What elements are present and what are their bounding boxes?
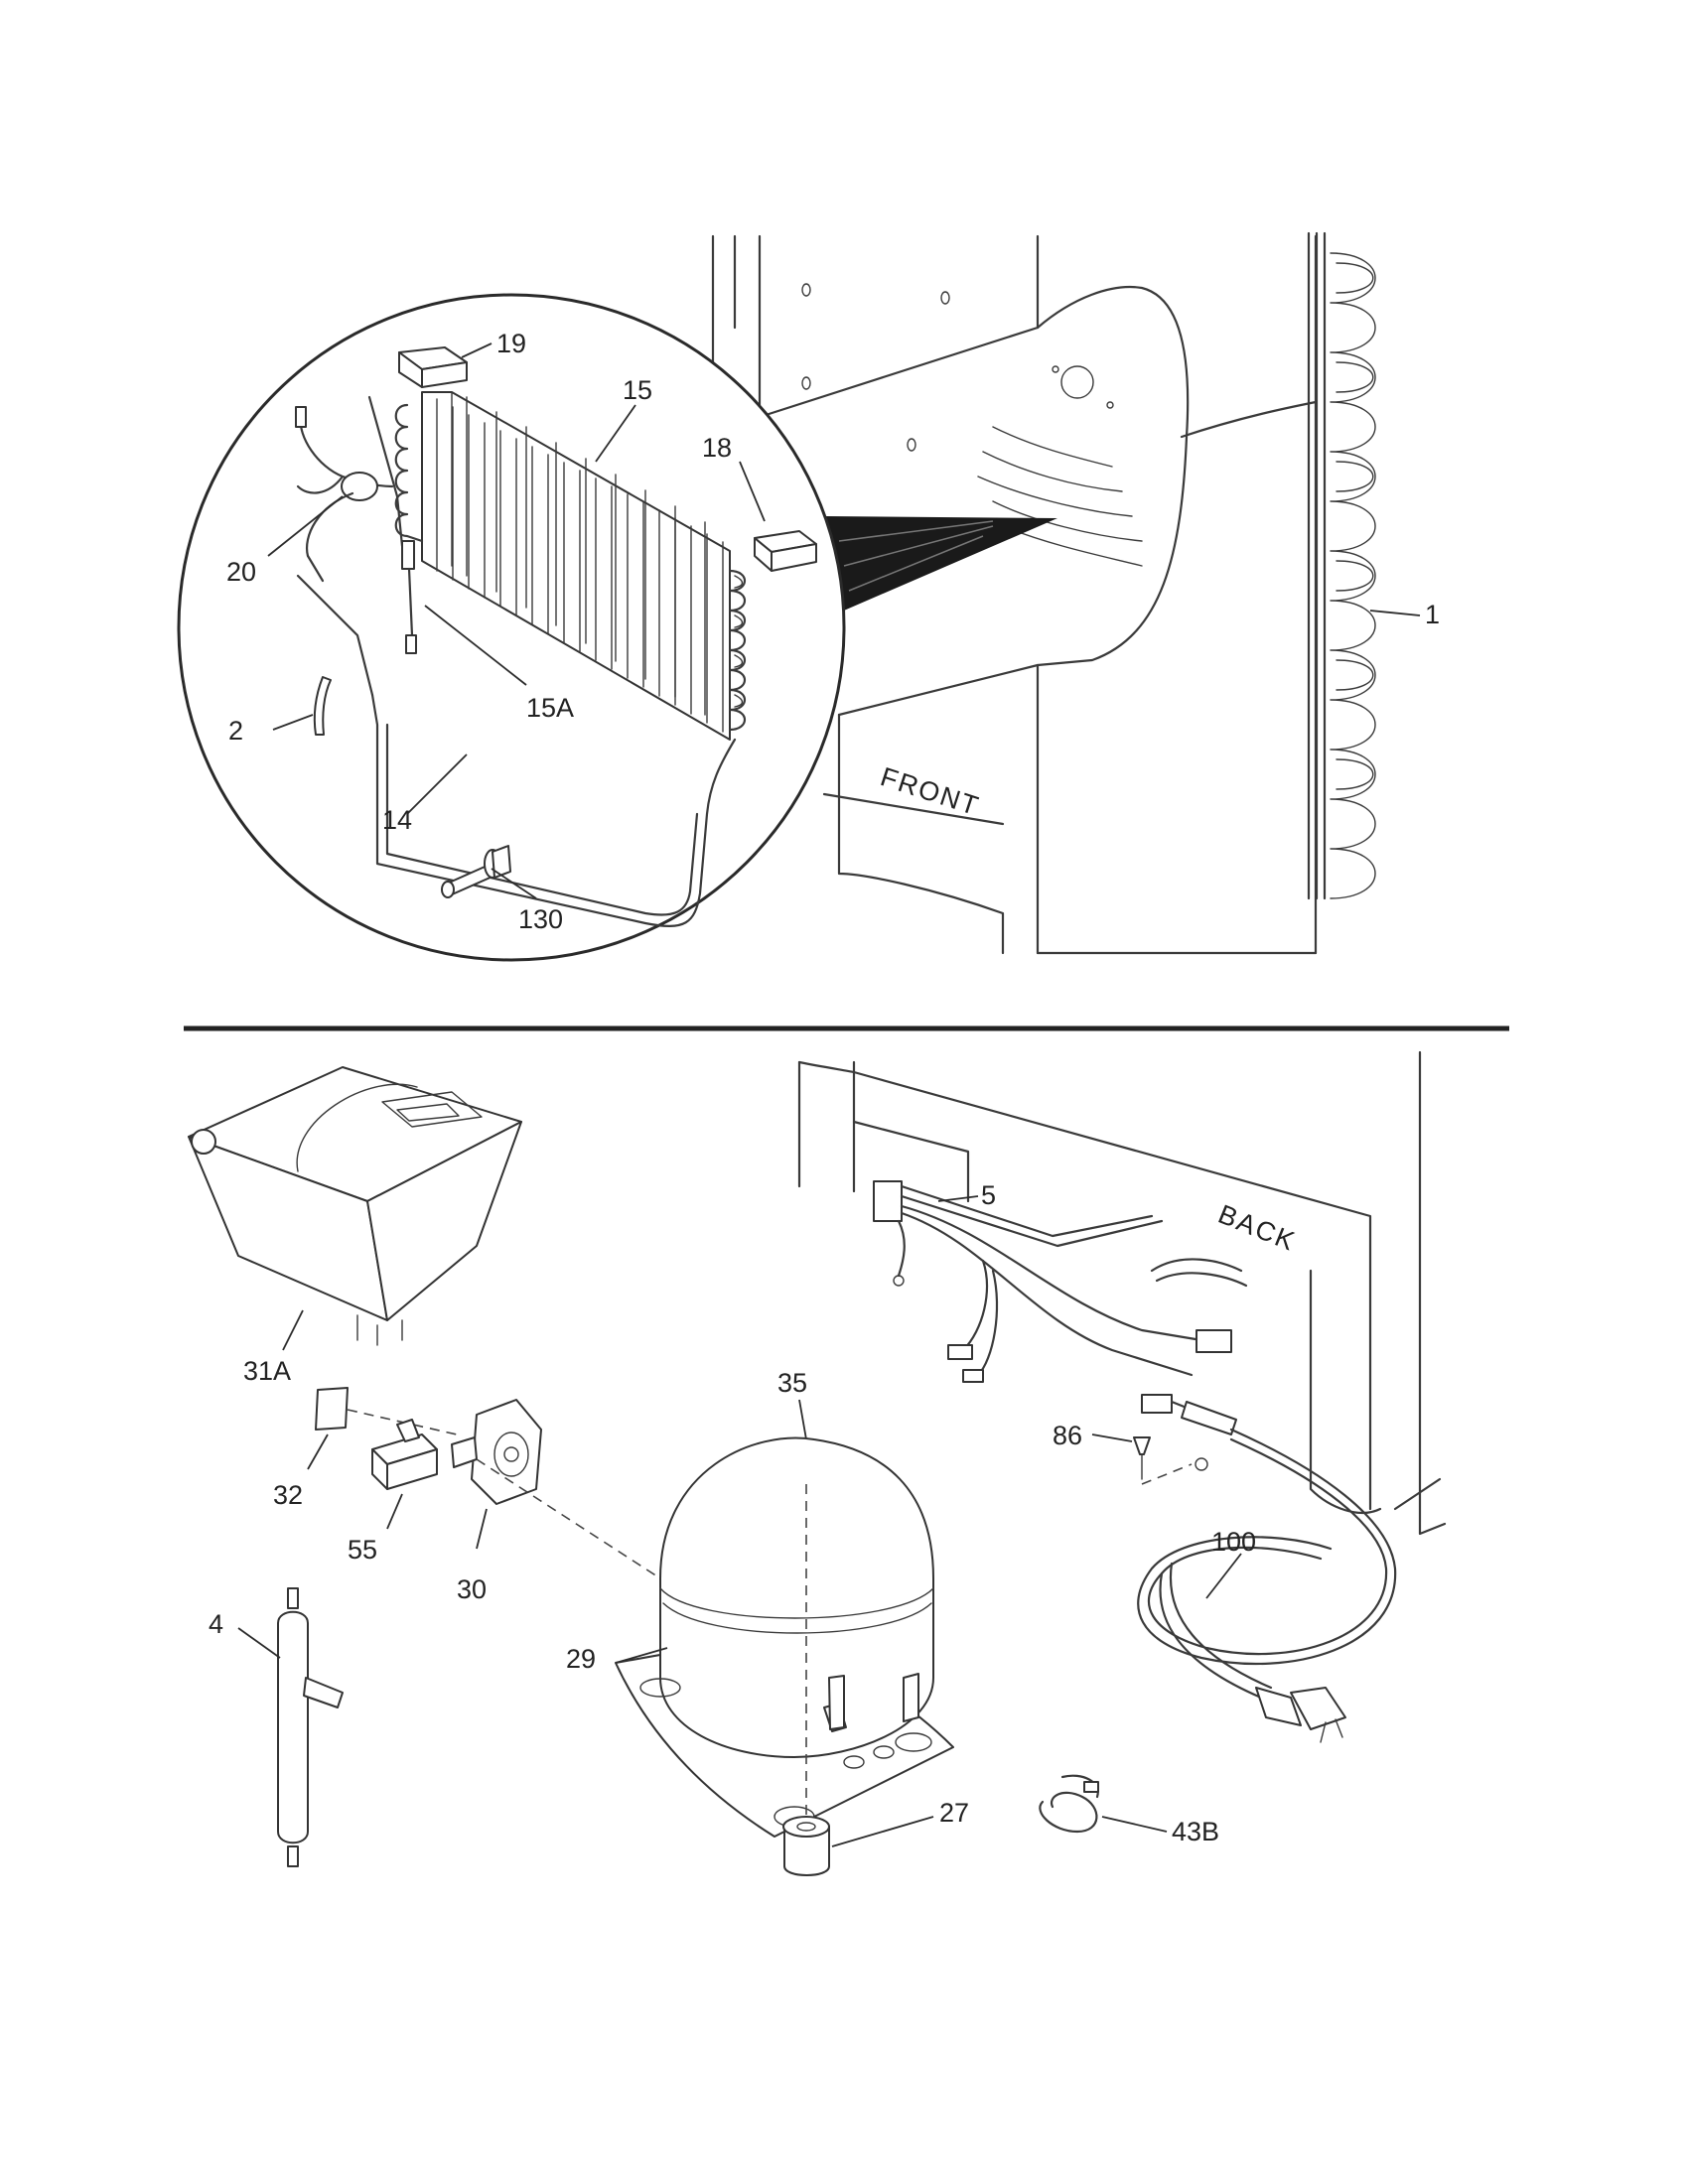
filter-drier [277, 1587, 344, 1867]
power-cord [1137, 1394, 1397, 1743]
relay-55 [371, 1419, 438, 1490]
cabinet-upper: FRONT [711, 234, 1318, 955]
drain-pan [188, 1066, 522, 1346]
callout-43B: 43B [1172, 1817, 1219, 1846]
block-18 [754, 530, 817, 572]
callout-18: 18 [702, 433, 732, 463]
callout-27: 27 [939, 1798, 969, 1828]
callout-55: 55 [348, 1535, 377, 1565]
callout-19: 19 [496, 329, 526, 358]
callout-100: 100 [1211, 1527, 1256, 1557]
callout-130: 130 [518, 904, 563, 934]
cord-clip-43b [1039, 1774, 1099, 1834]
callout-20: 20 [226, 557, 256, 587]
clip-2 [313, 676, 332, 736]
magnifier-pointer [826, 516, 1057, 614]
callout-1: 1 [1425, 600, 1440, 629]
screw-86 [1133, 1436, 1208, 1485]
callout-15: 15 [623, 375, 652, 405]
wiring-harness [873, 1180, 1248, 1383]
callout-2: 2 [228, 716, 243, 746]
callout-32: 32 [273, 1480, 303, 1510]
back-annotation: BACK [1214, 1199, 1301, 1257]
overload-30 [451, 1399, 542, 1505]
defrost-terminator [367, 395, 417, 654]
callout-35: 35 [777, 1368, 807, 1398]
callout-30: 30 [457, 1574, 487, 1604]
callout-14: 14 [382, 805, 412, 835]
callout-15A: 15A [526, 693, 574, 723]
drain-fitting-130 [441, 845, 511, 898]
clip-32 [315, 1387, 349, 1431]
magnifier-circle [177, 293, 846, 962]
grommet-27 [782, 1816, 830, 1876]
callout-31A: 31A [243, 1356, 291, 1386]
drain-heater [370, 693, 737, 927]
compressor [615, 1436, 954, 1838]
evaporator [394, 391, 747, 741]
block-19 [398, 346, 468, 388]
heater-wiring [295, 406, 394, 697]
condenser-coil [1307, 231, 1376, 900]
callout-5: 5 [981, 1180, 996, 1210]
callout-86: 86 [1053, 1421, 1082, 1450]
callout-4: 4 [209, 1609, 223, 1639]
cabinet-rear: BACK [797, 1050, 1447, 1536]
callout-29: 29 [566, 1644, 596, 1674]
